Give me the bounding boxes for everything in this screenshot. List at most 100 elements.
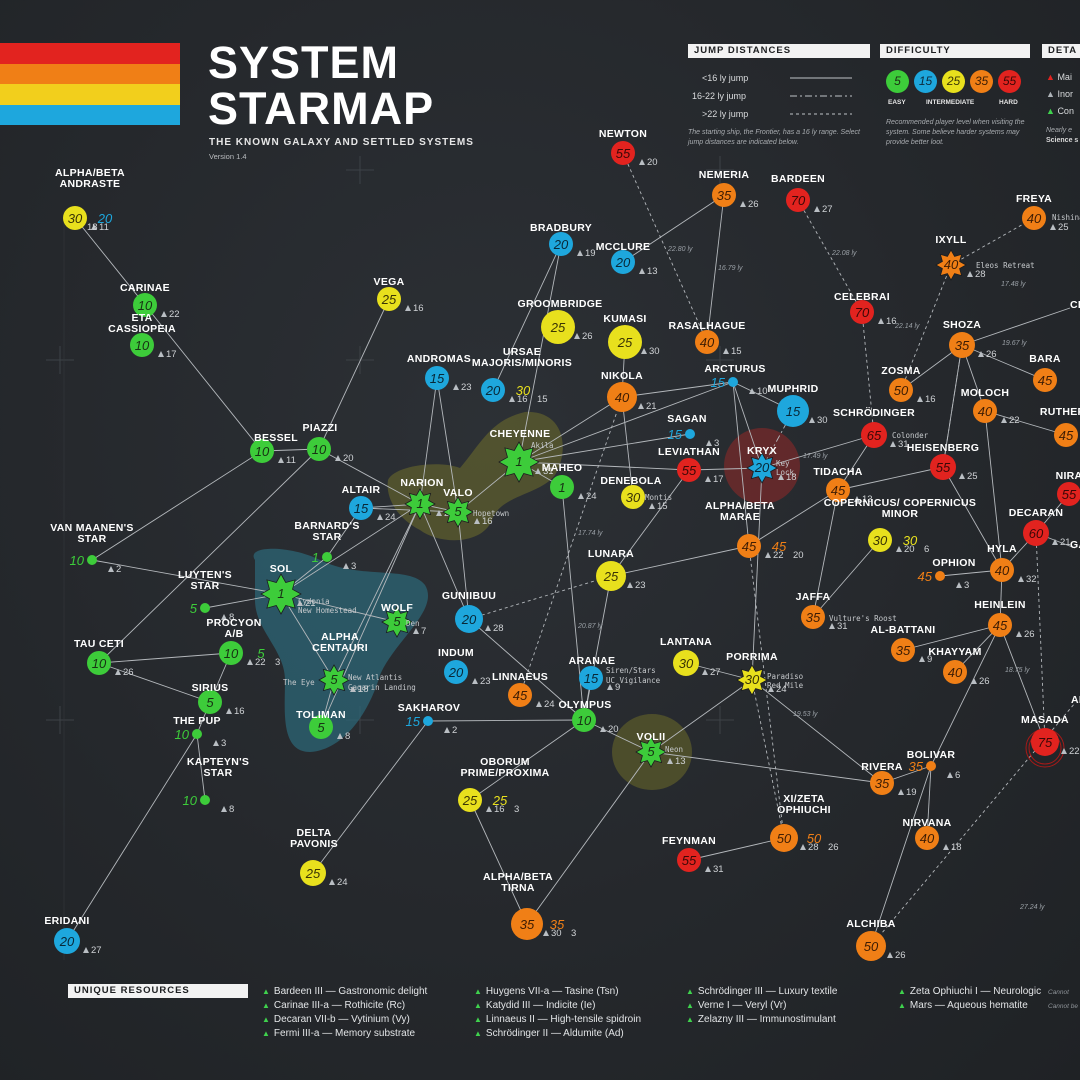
planet-triangle-icon [1052, 539, 1058, 545]
system-name: ZOSMA [881, 365, 921, 377]
jump-route-volii-alpha-beta-tirna [526, 751, 652, 925]
planet-triangle-icon [749, 388, 755, 394]
planet-triangle-icon [829, 623, 835, 629]
jump-route-carinae-bessel [144, 304, 263, 452]
system-level: 45 [993, 618, 1008, 633]
resource-triangle-icon: ▲ [262, 1015, 270, 1024]
system-circle [596, 561, 626, 591]
system-name-line: MASADA [1021, 714, 1069, 726]
system-level: 5 [647, 744, 655, 759]
system-name: SHOZA [943, 319, 981, 331]
system-level: 40 [700, 335, 715, 350]
system-name-line: SIRIUS [192, 682, 229, 694]
system-level: 1 [515, 454, 522, 469]
planet-triangle-icon [577, 250, 583, 256]
planet-triangle-icon [1001, 417, 1007, 423]
system-name-line: INDUM [438, 647, 474, 659]
system-circle [990, 558, 1014, 582]
system-name-line: CELEBRAI [834, 291, 890, 303]
system-name: ALCHIBA [846, 918, 895, 930]
system-name-line: PRIME/PROXIMA [460, 767, 549, 779]
system-level: 70 [791, 193, 806, 208]
system-level: 50 [894, 383, 909, 398]
system-name-line: AL [1071, 694, 1080, 706]
system-name-line: LUYTEN'S [178, 569, 232, 581]
planet-triangle-icon [705, 866, 711, 872]
system-name-line: KAPTEYN'S [187, 756, 249, 768]
planet-count: 19 [585, 248, 596, 259]
planet-count: 24 [776, 684, 787, 695]
planet-count: 11 [99, 222, 109, 233]
jump-route-alpha-centauri-narion [333, 503, 421, 681]
system-name-line: TAU CETI [74, 638, 124, 650]
resources-column-2: ▲Huygens VII-a — Tasine (Tsn) ▲Katydid I… [474, 985, 641, 1041]
legend-jump-title: JUMP DISTANCES [688, 44, 870, 58]
planet-triangle-icon [413, 628, 419, 634]
planet-count: 16 [482, 516, 493, 527]
jump-route-linnaeus-nikola [519, 396, 623, 696]
system-bradbury: 20 19 BRADBURY [530, 222, 596, 259]
planet-count: 16 [925, 394, 936, 405]
planet-count: 27 [710, 667, 721, 678]
planet-triangle-icon [641, 348, 647, 354]
system-name-line: VOLII [637, 731, 666, 743]
planet-count: 21 [305, 598, 316, 609]
system-level-secondary: 20 [97, 211, 113, 226]
system-name: ERIDANI [44, 915, 89, 927]
version-label: Version 1.4 [209, 152, 247, 161]
jump-route-sol-narion [280, 503, 421, 595]
system-name-line: ARANAE [569, 655, 616, 667]
system-name: CHEYENNE [490, 428, 551, 440]
system-level: 30 [626, 490, 641, 505]
system-name-line: BRADBURY [530, 222, 592, 234]
system-name-line: OBORUM [480, 756, 530, 768]
system-name: ANDROMAS [407, 353, 471, 365]
planet-count: 26 [582, 331, 593, 342]
system-name-line: SOL [270, 563, 293, 575]
settled-star-marker [442, 496, 474, 528]
system-name: NEWTON [599, 128, 647, 140]
system-name: NARION [400, 477, 443, 489]
system-name-line: GUNIIBUU [442, 590, 496, 602]
jump-route-volii-porrima [650, 679, 753, 753]
jump-route-bolivar-heinlein [930, 624, 1001, 767]
resource-item: ▲Fermi III-a — Memory substrate [262, 1028, 416, 1039]
planet-count: 26 [123, 667, 134, 678]
settlement-label-montis: Montis [645, 493, 672, 502]
system-name-line: A/B [225, 628, 244, 640]
jump-route-narion-andromas [419, 377, 438, 505]
jump-route-ixyll-zosma [900, 264, 952, 391]
system-level: 25 [617, 335, 633, 350]
system-level: 20 [553, 237, 569, 252]
planet-triangle-icon [221, 806, 227, 812]
jump-route-masada-heinlein [999, 624, 1046, 743]
system-name: NEMERIA [699, 169, 750, 181]
system-name: NIRVANA [903, 817, 952, 829]
jump-route-sol-wolf [280, 593, 398, 623]
planet-triangle-icon [337, 733, 343, 739]
planet-count: 13 [675, 756, 686, 767]
resource-item: ▲Zeta Ophiuchi I — Neurologic [898, 986, 1042, 997]
jump-route-alpha-beta-andraste-carinae [74, 217, 146, 306]
system-circle [425, 366, 449, 390]
system-level: 20 [615, 255, 631, 270]
jump-route-lunara-guniibuu [468, 575, 612, 620]
